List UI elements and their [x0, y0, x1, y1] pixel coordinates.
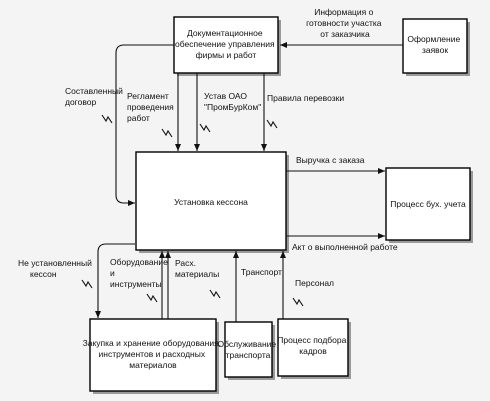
svg-text:Процесс подбора кадров: Процесс подбора кадров	[277, 335, 348, 356]
box-orders-line-1: Оформление	[407, 34, 460, 44]
svg-text:Процесс бух. учета: Процесс бух. учета	[390, 199, 466, 209]
label-personnel: Персонал	[295, 278, 334, 288]
box-accounting: Процесс бух. учета	[385, 167, 473, 243]
label-transport: Транспорт	[241, 267, 282, 277]
squiggle-ustav	[199, 123, 211, 133]
box-orders-line-2: заявок	[422, 45, 448, 55]
squiggle-rules	[266, 119, 278, 129]
box-purchase-storage: Закупка и хранение оборудования, инструм…	[83, 318, 224, 394]
svg-text:Документационное обеспеч: Документационное обеспечение управления …	[175, 28, 277, 60]
box-doc-line-1: Документационное	[187, 28, 263, 38]
squiggle-reglament	[161, 128, 173, 138]
squiggle-equipment	[146, 293, 158, 303]
box-staff-line-2: кадров	[299, 346, 327, 356]
svg-text:Установка кессона: Установка кессона	[174, 197, 248, 207]
squiggles	[81, 114, 304, 307]
svg-text:Закупка и хранение оборудовани: Закупка и хранение оборудования, инструм…	[83, 338, 224, 370]
label-equipment: Оборудование и инструменты	[110, 257, 170, 289]
arrow-contract	[115, 44, 174, 206]
label-customer-info: Информация о готовности участка от заказ…	[306, 7, 384, 39]
label-ustav: Устав ОАО "ПромБурКом"	[204, 91, 261, 112]
squiggle-materials	[209, 289, 221, 299]
squiggle-not-installed	[81, 279, 93, 289]
box-transport-line-2: транспорта	[226, 350, 271, 360]
arrow-not-installed	[95, 243, 135, 318]
label-materials: Расх. материалы	[175, 258, 219, 279]
label-not-installed: Не установленный кессон	[18, 258, 94, 279]
box-transport-line-1: Обслуживание	[217, 339, 276, 349]
box-purchase-line-2: инструментов и расходных	[99, 349, 206, 359]
label-reglament: Регламент проведения работ	[127, 91, 176, 123]
box-staff-line-1: Процесс подбора	[277, 335, 346, 345]
box-accounting-line-1: Процесс бух. учета	[390, 199, 466, 209]
svg-text:Оформление заявок: Оформление заявок	[407, 34, 462, 55]
label-revenue: Выручка с заказа	[296, 155, 365, 165]
box-staff-selection: Процесс подбора кадров	[277, 318, 351, 379]
box-main-line-1: Установка кессона	[174, 197, 248, 207]
box-order-processing: Оформление заявок	[402, 18, 470, 76]
label-transport-rules: Правила перевозки	[267, 93, 344, 103]
label-act: Акт о выполненной работе	[292, 242, 398, 252]
box-doc-line-2: обеспечение управления	[175, 39, 275, 49]
squiggle-personnel	[292, 297, 304, 307]
box-purchase-line-1: Закупка и хранение оборудования,	[83, 338, 221, 348]
box-doc-management: Документационное обеспечение управления …	[173, 16, 281, 76]
box-transport-service: Обслуживание транспорта	[217, 321, 278, 380]
svg-text:Обслуживание транспорта: Обслуживание транспорта	[217, 339, 278, 360]
arrows	[95, 42, 403, 322]
box-purchase-line-3: материалов	[129, 360, 177, 370]
box-doc-line-3: фирмы и работ	[196, 50, 257, 60]
arrow-labels: Информация о готовности участка от заказ…	[18, 7, 398, 289]
label-contract: Составленный договор	[65, 86, 125, 107]
squiggle-contract	[101, 114, 113, 124]
box-caisson-installation: Установка кессона	[135, 151, 289, 253]
